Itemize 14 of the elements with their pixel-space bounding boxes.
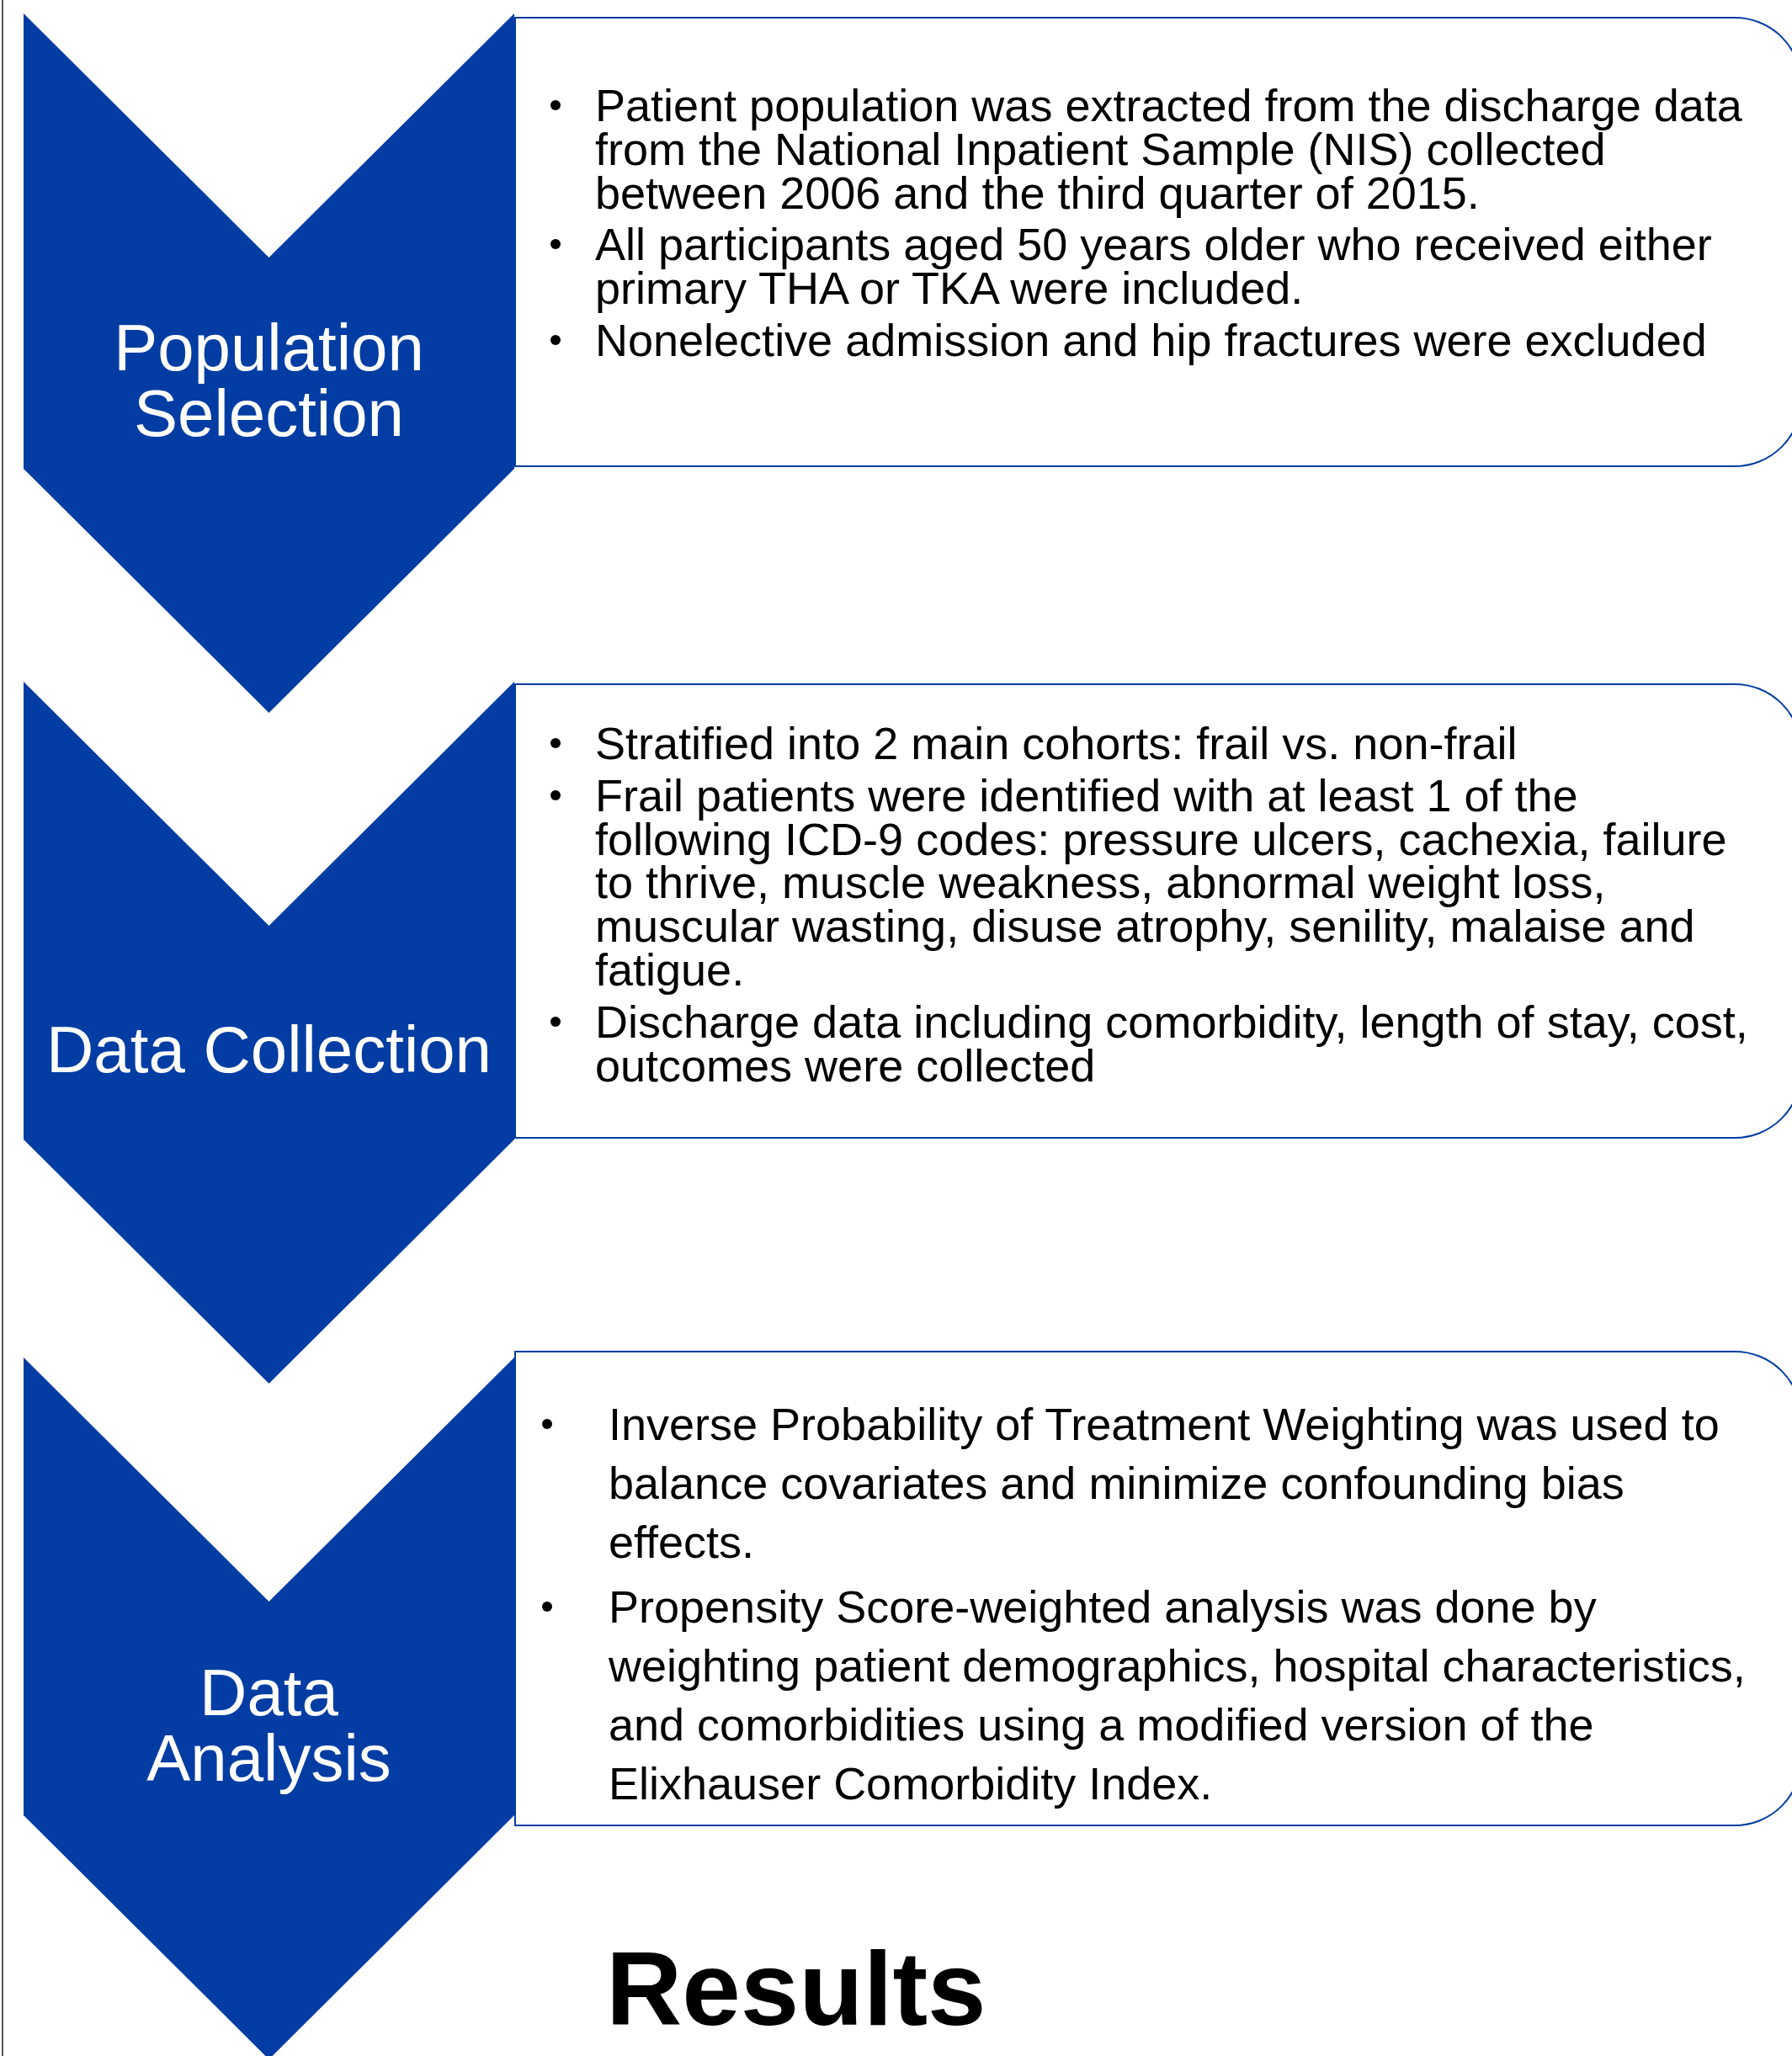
text-box [514, 1351, 1792, 1826]
bullet-text: Inverse Probability of Treatment Weighting was used to balance covariates and minimize confounding bias effects. [609, 1399, 1720, 1568]
text-box [514, 17, 1792, 467]
bullet-text: All participants aged 50 years older who received either primary THA or TKA were included. [595, 219, 1712, 314]
bullet-text: Patient population was extracted from the discharge data from the National Inpatient Sample (NIS) collected between 2006 and the third quarter of 2015. [595, 80, 1742, 218]
text-box [514, 683, 1792, 1139]
bullet-text: Stratified into 2 main cohorts: frail vs. non-frail [595, 718, 1518, 768]
bullet-text: Nonelective admission and hip fractures were excluded [595, 315, 1707, 366]
bullet-text: Frail patients were identified with at least 1 of the following ICD-9 codes: pressure ulcers, cachexia, failure to thrive, muscle weakness, abnormal weight loss, muscular wasting, disuse atrophy, senility, malaise and fatigue. [595, 769, 1727, 996]
bullet-text: Propensity Score-weighted analysis was done by weighting patient demographics, hospital characteristics, and comorbidities using a modified version of the Elixhauser Comorbidity Index. [609, 1581, 1746, 1809]
results-heading: Results [606, 1936, 986, 2041]
step-label: Data Collection [45, 1017, 492, 1082]
bullet-text: Discharge data including comorbidity, length of stay, cost, outcomes were collected [595, 996, 1748, 1091]
step-label: Population Selection [113, 314, 425, 446]
